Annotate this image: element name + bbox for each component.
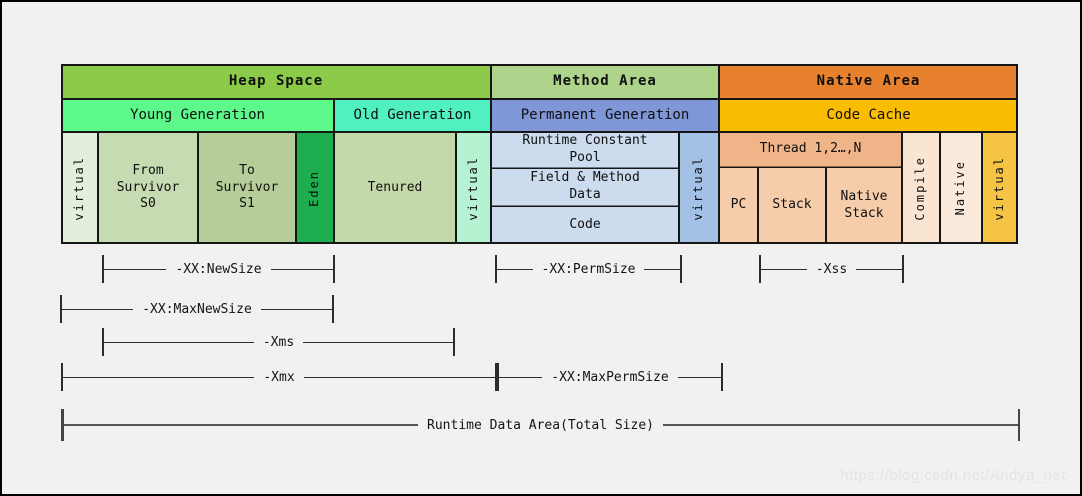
cell-tenured: Tenured [334,132,456,244]
thread-label: Thread 1,2…,N [759,141,862,157]
cell-virtual-old: virtual [456,132,491,244]
flag-xms: -Xms [262,334,295,350]
section-young-generation: Young Generation [61,99,334,132]
header-method-area: Method Area [491,64,719,99]
watermark-url: https://blog.csdn.net/Andya_net [840,467,1066,484]
bracket-total-size: Runtime Data Area(Total Size) [61,409,1021,441]
cell-virtual-young: virtual [61,132,98,244]
flag-xmx: -Xmx [263,369,295,385]
flag-maxpermsize: -XX:MaxPermSize [551,369,669,385]
eden-label: Eden [307,169,322,207]
flag-total-size: Runtime Data Area(Total Size) [427,417,654,433]
native-stack-label: Native Stack [840,188,888,221]
cell-code: Code [491,206,679,244]
bracket-xmx: -Xmx [61,363,497,391]
field-method-data-label: Field & Method Data [530,170,640,202]
cell-compile: Compile [902,132,940,244]
cell-thread-header: Thread 1,2…,N [719,132,902,167]
bracket-xms: -Xms [102,328,455,356]
flag-newsize: -XX:NewSize [175,261,262,277]
to-survivor-label: To Survivor S1 [215,162,279,212]
pc-label: PC [730,197,747,213]
bracket-permsize: -XX:PermSize [495,255,683,283]
bracket-maxnewsize: -XX:MaxNewSize [60,295,335,323]
cell-from-survivor-s0: From Survivor S0 [98,132,198,244]
flag-xss: -Xss [815,261,848,277]
cell-to-survivor-s1: To Survivor S1 [198,132,296,244]
flag-permsize: -XX:PermSize [541,261,636,277]
bracket-maxpermsize: -XX:MaxPermSize [497,363,723,391]
cell-stack: Stack [758,167,826,244]
bracket-xss: -Xss [759,255,904,283]
cell-pc: PC [719,167,758,244]
virtual-label: virtual [691,155,706,221]
virtual-label: virtual [71,155,86,221]
cell-native-stack: Native Stack [826,167,902,244]
cell-eden: Eden [296,132,334,244]
section-code-cache: Code Cache [719,99,1018,132]
header-native-area: Native Area [719,64,1018,99]
cell-virtual-perm: virtual [679,132,719,244]
virtual-label: virtual [992,155,1007,221]
cell-field-method-data: Field & Method Data [491,168,679,206]
cell-native: Native [940,132,982,244]
memory-structure-table: Heap Space Method Area Native Area Young… [61,64,1018,244]
code-label: Code [569,216,601,232]
flag-maxnewsize: -XX:MaxNewSize [142,301,252,317]
stack-label: Stack [772,197,812,213]
virtual-label: virtual [465,155,480,221]
cell-runtime-constant-pool: Runtime Constant Pool [491,132,679,168]
section-old-generation: Old Generation [334,99,491,132]
bracket-newsize: -XX:NewSize [102,255,335,283]
tenured-label: Tenured [367,179,423,195]
header-heap-space: Heap Space [61,64,491,99]
from-survivor-label: From Survivor S0 [116,162,180,212]
cell-virtual-native: virtual [982,132,1018,244]
native-label: Native [953,160,968,216]
compile-label: Compile [913,155,928,221]
runtime-constant-pool-label: Runtime Constant Pool [522,133,648,165]
section-permanent-generation: Permanent Generation [491,99,719,132]
